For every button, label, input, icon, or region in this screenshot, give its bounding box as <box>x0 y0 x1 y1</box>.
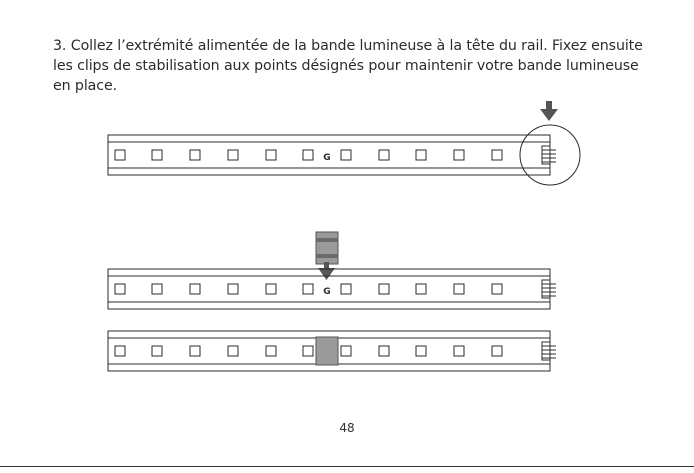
led-square <box>152 346 162 356</box>
led-square <box>341 346 351 356</box>
led-square <box>341 150 351 160</box>
led-square <box>416 150 426 160</box>
led-square <box>228 346 238 356</box>
led-square <box>228 284 238 294</box>
led-square <box>416 284 426 294</box>
led-row <box>115 150 502 160</box>
led-square <box>379 284 389 294</box>
led-square <box>228 150 238 160</box>
stabilizing-clip-icon <box>316 232 338 264</box>
led-square <box>190 346 200 356</box>
led-square <box>266 284 276 294</box>
led-square <box>416 346 426 356</box>
led-square <box>492 284 502 294</box>
led-square <box>266 150 276 160</box>
page-number: 48 <box>0 421 694 435</box>
led-square <box>341 284 351 294</box>
led-square <box>492 150 502 160</box>
led-square <box>266 346 276 356</box>
rail-middle: G <box>108 269 556 309</box>
led-square <box>379 150 389 160</box>
installation-illustration: G G <box>0 0 694 420</box>
led-square <box>492 346 502 356</box>
led-square <box>152 150 162 160</box>
led-square <box>190 150 200 160</box>
led-square <box>303 150 313 160</box>
led-square <box>454 150 464 160</box>
led-square <box>454 346 464 356</box>
installed-clip <box>316 337 338 365</box>
down-arrow-icon <box>318 262 335 280</box>
led-square <box>115 284 125 294</box>
led-square <box>190 284 200 294</box>
led-square <box>303 346 313 356</box>
led-square <box>454 284 464 294</box>
led-row <box>115 284 502 294</box>
led-row <box>115 346 502 356</box>
connector-icon <box>542 146 556 164</box>
connector-icon <box>542 280 556 298</box>
strip-logo: G <box>323 287 330 297</box>
strip-logo: G <box>323 153 330 163</box>
led-square <box>115 150 125 160</box>
bottom-rule <box>0 466 694 467</box>
led-square <box>303 284 313 294</box>
led-square <box>152 284 162 294</box>
connector-icon <box>542 342 556 360</box>
led-square <box>379 346 389 356</box>
down-arrow-icon <box>540 101 558 121</box>
rail-bottom <box>108 331 556 371</box>
led-square <box>115 346 125 356</box>
rail-top: G <box>108 125 580 185</box>
